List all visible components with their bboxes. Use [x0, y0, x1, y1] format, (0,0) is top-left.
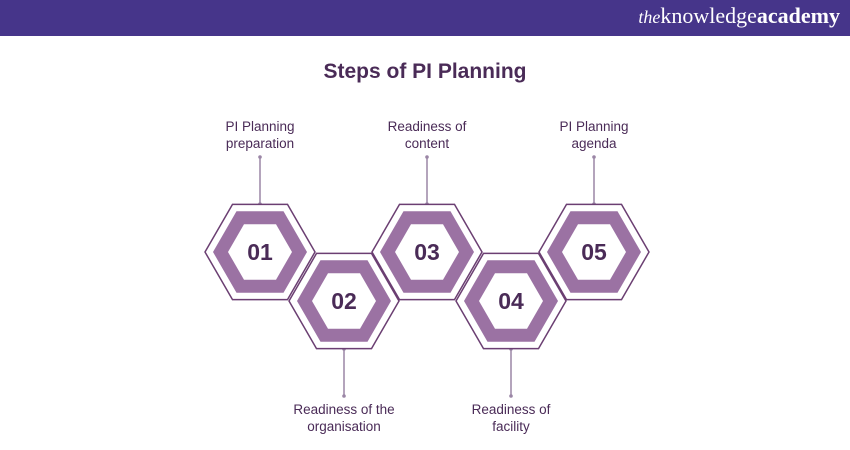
diagram-title: Steps of PI Planning: [323, 60, 527, 83]
brand-main: knowledge: [660, 3, 757, 28]
step-03: [425, 155, 429, 206]
step-number: 01: [247, 239, 273, 265]
step-label-line: organisation: [307, 419, 381, 434]
step-02: [342, 347, 346, 398]
step-label-line: Readiness of: [387, 119, 467, 134]
step-number: 05: [581, 239, 607, 265]
hexagon-04: 04: [455, 252, 567, 350]
step-04: [509, 347, 513, 398]
step-number: 04: [498, 288, 524, 314]
brand-logo: theknowledgeacademy: [638, 3, 840, 29]
step-label-line: preparation: [225, 136, 295, 151]
hex-inner: [228, 224, 292, 280]
step-label-02: Readiness of the organisation: [254, 401, 434, 435]
step-label-line: PI Planning: [225, 119, 295, 134]
step-label-05: PI Planning agenda: [504, 118, 684, 152]
connector-dot: [342, 394, 346, 398]
hex-inner: [562, 224, 626, 280]
step-label-line: content: [404, 136, 450, 151]
step-label-line: Readiness of: [471, 402, 551, 417]
brand-suffix: academy: [756, 3, 840, 28]
step-label-04: Readiness of facility: [421, 401, 601, 435]
step-number: 02: [331, 288, 357, 314]
hex-inner: [395, 224, 459, 280]
brand-prefix: the: [638, 7, 661, 27]
connector-dot: [592, 155, 596, 159]
step-label-line: facility: [492, 419, 530, 434]
connector-dot: [258, 155, 262, 159]
hexagon-02: 02: [288, 252, 400, 350]
step-number: 03: [414, 239, 440, 265]
step-label-line: Readiness of the: [293, 402, 395, 417]
step-label-line: agenda: [571, 136, 617, 151]
hex-inner: [312, 273, 376, 329]
header-bar: theknowledgeacademy: [0, 0, 850, 36]
step-05: [592, 155, 596, 206]
connector-dot: [509, 394, 513, 398]
step-label-03: Readiness of content: [337, 118, 517, 152]
step-label-line: PI Planning: [559, 119, 629, 134]
hexagon-03: 03: [371, 203, 483, 301]
connector-dot: [425, 155, 429, 159]
step-label-01: PI Planning preparation: [170, 118, 350, 152]
hexagon-01: 01: [204, 203, 316, 301]
hexagon-05: 05: [538, 203, 650, 301]
step-01: [258, 155, 262, 206]
hex-inner: [479, 273, 543, 329]
